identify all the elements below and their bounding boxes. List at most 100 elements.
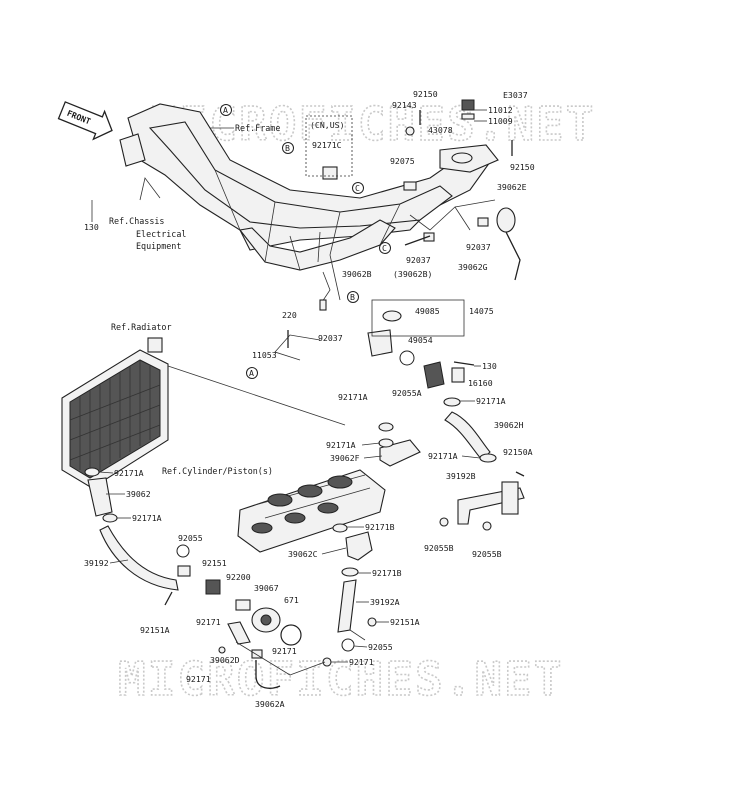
- nut-icon: [405, 126, 415, 136]
- ref-chassis-3: Equipment: [136, 241, 181, 251]
- thermostat-icon: [423, 361, 445, 389]
- label-16160: 16160: [468, 378, 493, 388]
- label-220: 220: [282, 310, 297, 320]
- label-11012: 11012: [488, 105, 513, 115]
- label-92171a-6: 92171A: [132, 513, 162, 523]
- label-92171b-1: 92171B: [365, 522, 395, 532]
- diagram-code: E3037: [503, 90, 528, 100]
- label-92055b-2: 92055B: [472, 549, 502, 559]
- label-39062b-paren: (39062B): [393, 269, 432, 279]
- callout-a-mid: A: [246, 367, 258, 379]
- grommet-icon: [403, 181, 417, 191]
- label-39062: 39062: [126, 489, 151, 499]
- label-92171a-5: 92171A: [114, 468, 144, 478]
- label-92055-left: 92055: [178, 533, 203, 543]
- label-92143: 92143: [392, 100, 417, 110]
- label-92037-b: 92037: [406, 255, 431, 265]
- label-39192a: 39192A: [370, 597, 400, 607]
- label-39062b: 39062B: [342, 269, 372, 279]
- label-92151a-left: 92151A: [140, 625, 170, 635]
- label-92171a-1: 92171A: [338, 392, 368, 402]
- label-39062c: 39062C: [288, 549, 318, 559]
- label-92171-bottom: 92171: [186, 674, 211, 684]
- label-11009: 11009: [488, 116, 513, 126]
- water-pump-icon: [251, 607, 281, 633]
- svg-text:C: C: [382, 243, 387, 253]
- label-39062a: 39062A: [255, 699, 285, 709]
- label-39067: 39067: [254, 583, 279, 593]
- cylinder-block-icon: [237, 469, 386, 553]
- hose-39062c-icon: [345, 531, 373, 561]
- label-43078: 43078: [428, 125, 453, 135]
- label-92200: 92200: [226, 572, 251, 582]
- svg-text:B: B: [285, 143, 290, 153]
- cap-icon: [461, 99, 475, 111]
- ref-frame: Ref.Frame: [235, 123, 280, 133]
- o-ring-icon: [399, 350, 415, 366]
- gasket-icon: [461, 113, 475, 120]
- radiator-icon: [61, 337, 169, 489]
- svg-text:C: C: [355, 183, 360, 193]
- label-39062f: 39062F: [330, 453, 360, 463]
- ref-chassis-1: Ref.Chassis: [109, 216, 164, 226]
- label-11053: 11053: [252, 350, 277, 360]
- o-ring-671-icon: [280, 624, 302, 646]
- ref-cylinder: Ref.Cylinder/Piston(s): [162, 466, 273, 476]
- callout-b-mid: B: [347, 291, 359, 303]
- label-92037-a: 92037: [466, 242, 491, 252]
- front-arrow-icon: FRONT: [57, 101, 113, 141]
- pipe-39192a-icon: [337, 579, 357, 633]
- frame-assembly: [119, 103, 499, 301]
- label-671: 671: [284, 595, 299, 605]
- label-92171-right: 92171: [349, 657, 374, 667]
- label-49054: 49054: [408, 335, 433, 345]
- label-92055-mid: 92055: [368, 642, 393, 652]
- pump-bolt-icon: [205, 579, 221, 595]
- callout-c-top: C: [352, 182, 364, 194]
- pipe-39192-icon: [99, 525, 179, 591]
- label-92055a: 92055A: [392, 388, 422, 398]
- label-130-left: 130: [84, 222, 99, 232]
- watermark-bottom: MICROFICHES.NET: [118, 652, 563, 706]
- part-labels: 92150 92143 11012 11009 43078 (CN,US) 92…: [84, 89, 535, 709]
- svg-text:B: B: [350, 292, 355, 302]
- sensor-icon: [451, 367, 465, 383]
- callout-b-top: B: [282, 142, 294, 154]
- thermostat-housing-icon: [367, 329, 393, 357]
- ref-radiator: Ref.Radiator: [111, 322, 172, 332]
- label-92055b-1: 92055B: [424, 543, 454, 553]
- callout-a-top: A: [220, 104, 232, 116]
- ref-chassis-2: Electrical: [136, 229, 186, 239]
- label-39062e: 39062E: [497, 182, 527, 192]
- callout-c-mid: C: [379, 242, 391, 254]
- label-92037-c: 92037: [318, 333, 343, 343]
- label-92151a-right: 92151A: [390, 617, 420, 627]
- label-cn-us: (CN,US): [310, 120, 345, 130]
- label-92171b-2: 92171B: [372, 568, 402, 578]
- label-92171a-2: 92171A: [476, 396, 506, 406]
- svg-text:A: A: [249, 368, 254, 378]
- label-92171c: 92171C: [312, 140, 342, 150]
- label-92171-mid: 92171: [272, 646, 297, 656]
- rubber-damper-icon: [322, 166, 338, 180]
- hose-39062-icon: [87, 477, 113, 517]
- reservoir-hose-icon: [496, 207, 516, 233]
- label-130-right: 130: [482, 361, 497, 371]
- label-92150-right: 92150: [510, 162, 535, 172]
- svg-text:A: A: [223, 105, 228, 115]
- label-39192: 39192: [84, 558, 109, 568]
- label-14075: 14075: [469, 306, 494, 316]
- label-92075: 92075: [390, 156, 415, 166]
- label-49085: 49085: [415, 306, 440, 316]
- label-92171-left: 92171: [196, 617, 221, 627]
- label-92150a: 92150A: [503, 447, 533, 457]
- label-92150-top: 92150: [413, 89, 438, 99]
- label-92171a-3: 92171A: [326, 440, 356, 450]
- label-92151: 92151: [202, 558, 227, 568]
- label-39062h: 39062H: [494, 420, 524, 430]
- label-39192b: 39192B: [446, 471, 476, 481]
- label-39062g: 39062G: [458, 262, 488, 272]
- label-92171a-4: 92171A: [428, 451, 458, 461]
- label-39062d: 39062D: [210, 655, 240, 665]
